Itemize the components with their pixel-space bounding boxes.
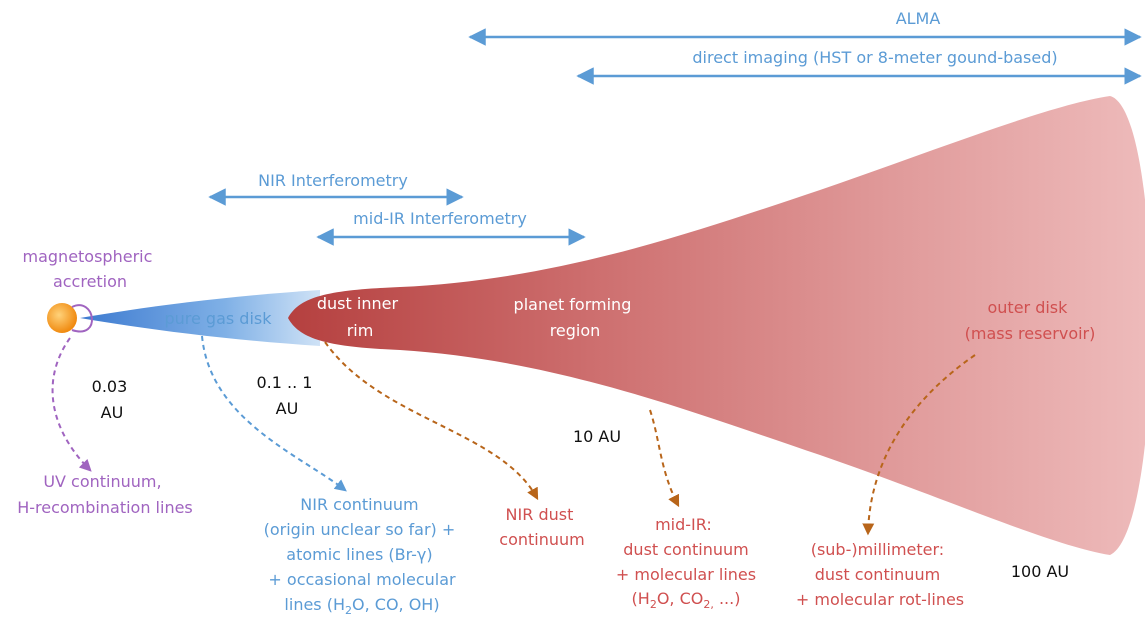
distance-0-1-1-au: 0.1 .. 1 AU [256,373,317,418]
distance-0-03-au: 0.03 AU [92,377,133,422]
direct-imaging-label: direct imaging (HST or 8-meter gound-bas… [692,48,1057,67]
outer-disk-label: outer disk (mass reservoir) [965,298,1096,343]
submm-connector-arrow [862,354,976,536]
magnetospheric-accretion-label: magnetospheric accretion [23,247,158,291]
nir-continuum-connector-arrow [201,335,347,492]
alma-label: ALMA [896,9,941,28]
pure-gas-disk-label: pure gas disk [164,309,272,328]
midir-connector-arrow [649,409,680,508]
nir-dust-continuum-label: NIR dust continuum [499,505,584,549]
nir-interferometry-label: NIR Interferometry [258,171,408,190]
distance-100-au: 100 AU [1011,562,1069,581]
dust-inner-rim-label: dust inner rim [317,294,403,340]
nir-continuum-label: NIR continuum (origin unclear so far) + … [264,495,461,589]
planet-forming-region-label: planet forming region [514,295,637,340]
midir-emission-label: mid-IR: dust continuum [623,515,748,559]
midir-molecules-label: (H2O, CO2, ...) [632,589,741,611]
pure-gas-disk-shape [80,290,320,346]
uv-connector-arrow [51,337,92,472]
dust-disk-shape [288,96,1145,555]
nir-dust-connector-arrow [324,341,539,501]
distance-10-au: 10 AU [573,427,621,446]
midir-interferometry-label: mid-IR Interferometry [353,209,527,228]
magnetosphere-loop-icon [71,304,93,333]
submm-emission-label: (sub-)millimeter: dust continuum + molec… [796,540,964,609]
uv-continuum-label: UV continuum, H-recombination lines [17,472,193,517]
star-icon [47,303,77,333]
nir-molecular-lines-label: lines (H2O, CO, OH) [284,595,439,617]
midir-molecular-lines-label: + molecular lines [616,565,756,584]
